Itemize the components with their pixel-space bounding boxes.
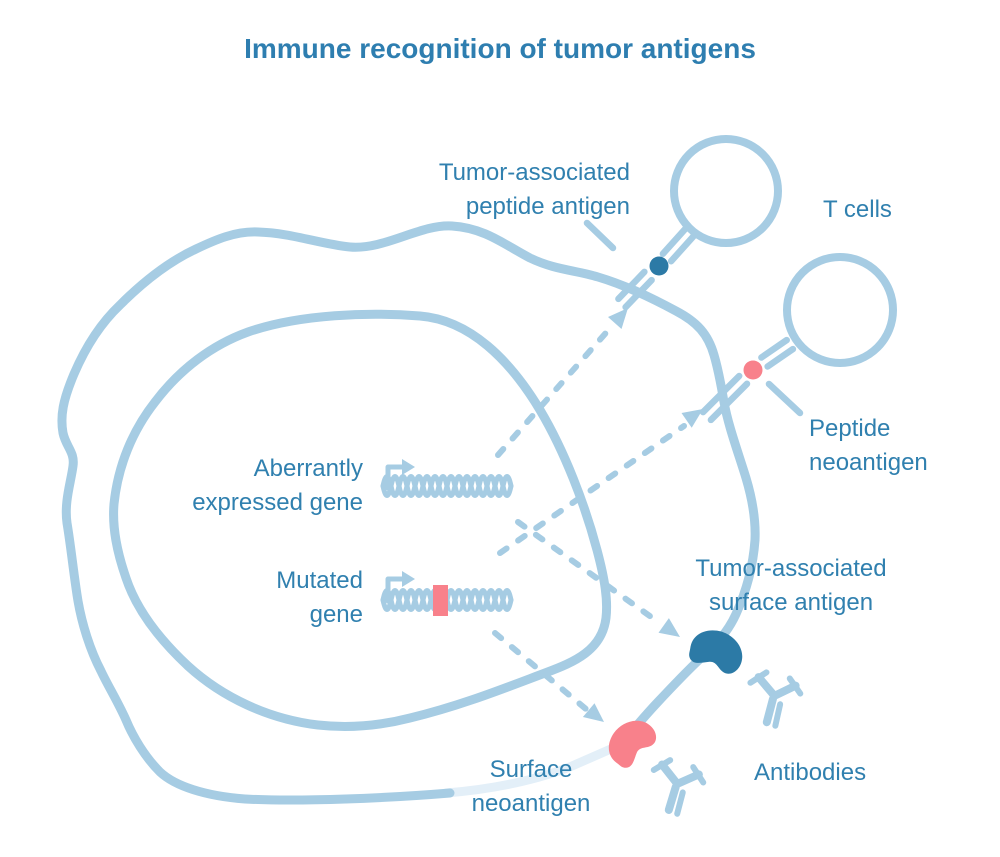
diagram-title: Immune recognition of tumor antigens	[244, 33, 756, 64]
aberrantly-expressed-gene-label: Aberrantly expressed gene	[192, 452, 363, 520]
label-line: expressed gene	[192, 489, 363, 516]
mutation-mark	[433, 585, 448, 616]
label-line: Tumor-associated	[438, 159, 630, 186]
dashed-arrow-aberrant-to-surface-antigen	[515, 519, 680, 637]
dashed-arrow-line	[497, 423, 687, 556]
arrowhead-icon	[608, 308, 628, 329]
label-line: neoantigen	[471, 790, 591, 817]
tcr-stem-line	[667, 233, 697, 265]
antibody-arm-tick	[747, 669, 770, 686]
peptide-antigen-dot	[649, 256, 669, 276]
label-line: gene	[309, 601, 363, 628]
tumor-cell-membrane	[57, 221, 760, 805]
tcr-stems-2	[758, 336, 797, 370]
aberrant-gene-icon	[380, 459, 514, 498]
promoter-arrowhead-icon	[402, 571, 415, 587]
label-line: neoantigen	[809, 449, 928, 476]
peptide-neoantigen-label: Peptide neoantigen	[809, 412, 928, 480]
antibody-icon-1	[747, 669, 804, 729]
tcr-stem-line	[764, 345, 797, 370]
arrowhead-icon	[681, 409, 703, 428]
antibody-stem-tick	[772, 701, 784, 729]
antibody-arm-tick	[690, 764, 707, 786]
mhc-stem-line	[699, 372, 743, 416]
mhc-stem-line	[615, 268, 648, 303]
antibody-stem-tick	[674, 789, 686, 817]
dashed-arrow-mutated-to-surface-neoantigen	[492, 630, 604, 722]
tcr-stem-line	[758, 336, 790, 361]
tcr-stem-line	[659, 226, 689, 258]
mhc-stems-2	[699, 372, 751, 424]
surface-antigen-bean	[689, 630, 743, 674]
t-cell-icon-2	[783, 253, 897, 367]
mutated-gene-icon	[380, 571, 514, 616]
surface-neoantigen-bean	[608, 720, 657, 768]
dashed-arrow-mutated-to-peptide-neoantigen	[497, 409, 703, 556]
promoter-arrowhead-icon	[402, 459, 415, 475]
antibody-arm-tick	[650, 757, 674, 773]
antibody-icon-2	[650, 757, 707, 817]
label-line: peptide antigen	[465, 193, 630, 220]
antibody-arm	[658, 760, 681, 787]
nucleus	[109, 309, 612, 732]
tcr-stems-1	[659, 226, 697, 265]
label-line: Surface	[489, 756, 573, 783]
label-line: Tumor-associated	[695, 555, 887, 582]
t-cell-icon-1	[670, 135, 782, 247]
t-cells-label: T cells	[823, 196, 892, 223]
peptide-neoantigen-pointer-line	[765, 380, 804, 417]
antibodies-label: Antibodies	[754, 759, 867, 786]
label-line: surface antigen	[708, 589, 874, 616]
antibody-stem	[664, 782, 680, 814]
peptide-neoantigen-dot	[743, 360, 763, 380]
tumor-associated-peptide-antigen-label: Tumor-associated peptide antigen	[439, 156, 630, 224]
label-line: Aberrantly	[253, 455, 363, 482]
dashed-arrow-aberrant-to-peptide-antigen	[495, 308, 628, 458]
dashed-arrow-line	[495, 323, 615, 458]
arrowhead-icon	[658, 618, 680, 637]
antibody-arm	[754, 673, 778, 699]
tumor-cell-membrane-pale-segment	[441, 740, 625, 798]
dna-helix-icon	[380, 474, 514, 498]
label-line: Peptide	[809, 415, 891, 442]
mhc-stems-1	[615, 268, 655, 311]
peptide-antigen-pointer-line	[583, 219, 617, 252]
antibody-arm-tick	[786, 675, 804, 697]
mhc-stem-line	[622, 276, 655, 311]
surface-neoantigen-label: Surface neoantigen	[381, 753, 681, 821]
dashed-arrow-line	[515, 519, 664, 627]
label-line: Mutated	[276, 567, 363, 594]
arrowhead-icon	[582, 703, 604, 722]
antibody-stem	[762, 694, 777, 727]
mhc-stem-line	[707, 380, 751, 424]
dashed-arrow-line	[492, 630, 589, 712]
tumor-associated-surface-antigen-label: Tumor-associated surface antigen	[641, 552, 941, 620]
mutated-gene-label: Mutated gene	[276, 564, 363, 632]
